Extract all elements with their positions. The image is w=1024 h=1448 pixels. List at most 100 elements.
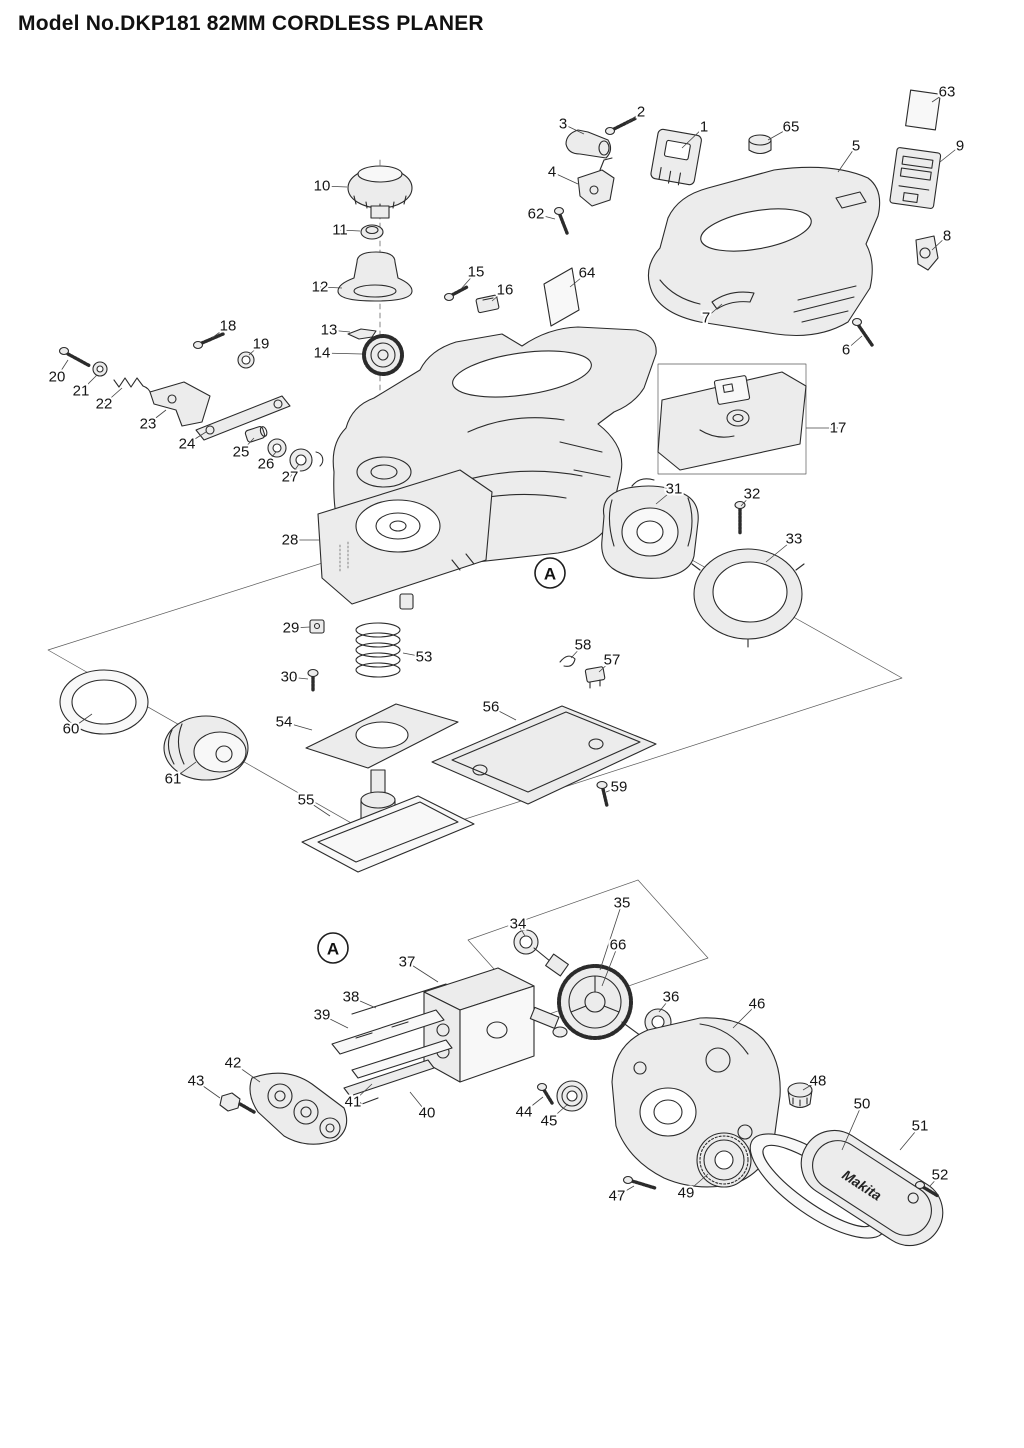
part-12-cap <box>337 251 413 302</box>
part-5-rear-housing <box>647 166 881 337</box>
part-62-screw <box>553 206 569 235</box>
part-37-cutter-drum <box>423 967 568 1083</box>
part-number-label: 20 <box>49 369 66 386</box>
part-number-label: 36 <box>663 989 680 1006</box>
part-number-label: 45 <box>541 1113 558 1130</box>
part-60-ring <box>59 669 149 735</box>
part-number-label: 60 <box>63 721 80 738</box>
leader-line <box>290 626 311 629</box>
part-number-label: 4 <box>548 164 556 181</box>
leader-line <box>899 1125 921 1151</box>
part-52-screw <box>914 1180 940 1198</box>
leader-line <box>570 644 584 659</box>
page-header: Model No.DKP181 82MM CORDLESS PLANER <box>18 12 484 36</box>
part-number-label: 11 <box>332 222 348 239</box>
part-19-nut <box>237 351 255 369</box>
leader-line <box>319 286 343 289</box>
leader-line <box>56 359 69 378</box>
leader-line <box>562 123 585 135</box>
leader-line <box>767 126 792 141</box>
part-17-controller <box>657 371 807 471</box>
leader-line <box>551 171 579 185</box>
part-number-label: 22 <box>96 396 113 413</box>
part-7-strip <box>711 291 755 310</box>
leader-line <box>939 145 961 163</box>
part-number-label: 52 <box>932 1167 949 1184</box>
part-6-screw <box>851 317 874 347</box>
part-1-switch-unit <box>650 128 702 186</box>
part-14-sprocket <box>362 334 404 376</box>
part-59-screw <box>596 780 609 808</box>
leader-line <box>523 1096 544 1113</box>
leader-line <box>328 329 351 333</box>
part-8-bracket <box>915 235 939 271</box>
leader-line <box>616 1185 635 1197</box>
part-number-label: 25 <box>233 444 250 461</box>
part-number-label: 62 <box>528 206 545 223</box>
leader-line <box>186 431 207 445</box>
leader-line <box>841 1103 863 1151</box>
part-number-label: 31 <box>666 481 683 498</box>
leader-line <box>845 335 863 351</box>
leader-line <box>232 1062 261 1083</box>
leader-line <box>685 1173 709 1194</box>
leader-line <box>289 463 300 478</box>
part-32-screw <box>734 500 746 535</box>
leader-line <box>352 1083 373 1103</box>
part-33-baffle-ring <box>691 548 805 648</box>
part-number-label: 30 <box>281 669 298 686</box>
leader-line <box>283 721 313 731</box>
part-number-label: 42 <box>225 1055 242 1072</box>
part-number-label: 23 <box>140 416 157 433</box>
part-number-label: 6 <box>842 342 850 359</box>
page-title: Model No.DKP181 82MM CORDLESS PLANER <box>18 12 484 35</box>
part-31-stator <box>601 478 699 579</box>
part-38-blade <box>351 983 447 1015</box>
part-number-label: 39 <box>314 1007 331 1024</box>
part-number-label: 33 <box>786 531 803 548</box>
leader-line <box>288 676 309 680</box>
part-number-label: 9 <box>956 138 964 155</box>
part-30-screw <box>307 668 319 693</box>
part-number-label: 15 <box>468 264 485 281</box>
part-9-terminal-plate <box>889 147 942 209</box>
part-number-label: 51 <box>912 1118 929 1135</box>
part-40-blade-set <box>351 1039 453 1079</box>
part-35-armature <box>533 947 669 1057</box>
leader-line <box>248 343 262 356</box>
part-number-label: 54 <box>276 714 293 731</box>
part-56-base-plate <box>431 705 657 805</box>
section-markers: AA <box>317 557 566 964</box>
part-54-plate <box>305 703 459 769</box>
leader-line <box>931 91 948 103</box>
part-13-clip <box>347 328 377 340</box>
part-number-label: 13 <box>321 322 338 339</box>
part-number-label: 17 <box>830 420 847 437</box>
section-marker-circle <box>317 932 349 964</box>
leader-line <box>147 409 167 425</box>
part-47-screw <box>622 1175 657 1190</box>
leader-line <box>548 1103 569 1122</box>
part-number-label: 16 <box>497 282 514 299</box>
leader-line <box>765 538 795 563</box>
leader-line <box>491 289 506 302</box>
part-number-label: 5 <box>852 138 860 155</box>
part-3-lamp-housing <box>565 129 612 159</box>
leader-line <box>350 996 377 1009</box>
part-number-label: 65 <box>783 119 800 136</box>
part-number-label: 29 <box>283 620 300 637</box>
leader-line <box>517 923 526 937</box>
leader-line <box>837 145 857 173</box>
part-number-label: 37 <box>399 954 416 971</box>
leader-line <box>625 111 642 125</box>
part-number-label: 19 <box>253 336 270 353</box>
part-64-label-sheet <box>543 267 580 327</box>
part-number-label: 12 <box>312 279 329 296</box>
part-27-bearing <box>289 448 324 472</box>
leader-line <box>211 325 229 339</box>
part-2-screw <box>604 116 638 136</box>
diagram-artwork: Makita <box>47 89 944 1247</box>
part-number-label: 53 <box>416 649 433 666</box>
part-number-label: 14 <box>314 345 331 362</box>
part-number-label: 1 <box>700 119 708 136</box>
